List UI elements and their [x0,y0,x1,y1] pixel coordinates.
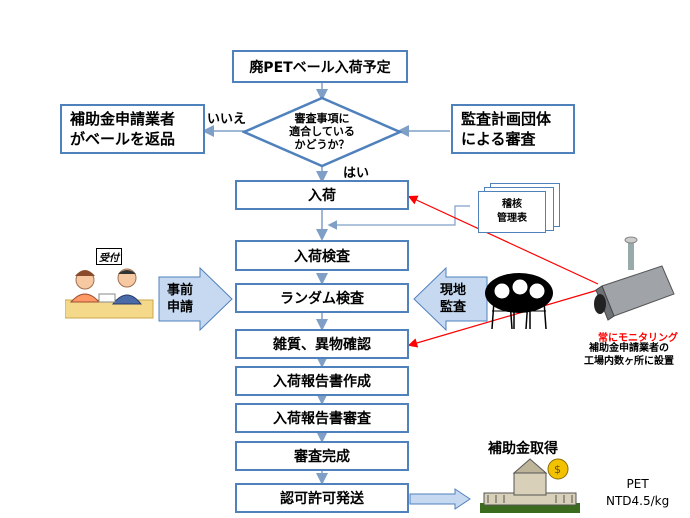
records-sheet-stack: 稽核 管理表 [478,183,568,243]
permit-send-label: 認可許可発送 [280,491,364,507]
monitoring-note-2: 工場内数ヶ所に設置 [584,356,674,367]
foreign-check-label: 雑質、異物確認 [273,337,371,353]
subsidy-rate: PET NTD4.5/kg [606,476,669,510]
report-create-box: 入荷報告書作成 [235,366,409,396]
records-sheet-doc: 稽核 管理表 [478,191,546,233]
incoming-schedule-box: 廃PETベール入荷予定 [232,50,408,83]
decision-text: 審査事項に 適合している かどうか？ [282,112,362,151]
review-complete-label: 審査完成 [294,449,350,465]
onsite-line-1: 現地 [439,283,466,298]
records-line-1: 稽核 [502,199,522,210]
subsidy-rate-line-1: PET [626,477,649,491]
monitoring-red-label: 常にモニタリング [598,333,678,344]
incoming-schedule-label: 廃PETベール入荷予定 [249,59,391,76]
foreign-check-box: 雑質、異物確認 [235,329,409,359]
pre-application-text: 事前 申請 [160,282,200,316]
pre-app-line-1: 事前 [166,283,193,298]
decision-line-1: 審査事項に [294,112,350,125]
pre-application-arrow [158,267,233,331]
pre-app-line-2: 申請 [166,300,193,315]
onsite-line-2: 監査 [439,300,466,315]
reception-illustration [65,268,154,319]
arrival-box: 入荷 [235,180,409,210]
inspection-label: 入荷検査 [294,248,350,265]
report-review-box: 入荷報告書審査 [235,403,409,433]
svg-text:$: $ [554,463,561,476]
audit-line-2: による審査 [461,130,536,148]
random-inspection-box: ランダム検査 [235,283,409,313]
audit-group-box: 監査計画団体 による審査 [451,104,575,154]
arrival-label: 入荷 [308,188,336,204]
records-line-2: 管理表 [497,213,527,224]
yes-label: はい [343,166,370,181]
monitoring-note-1: 補助金申請業者の [589,343,669,354]
onsite-audit-text: 現地 監査 [433,282,473,316]
audit-line-1: 監査計画団体 [461,110,552,128]
subsidy-rate-line-2: NTD4.5/kg [606,494,670,508]
inspection-box: 入荷検査 [235,240,409,271]
no-label: いいえ [207,112,247,127]
decision-diamond [242,96,402,168]
report-create-label: 入荷報告書作成 [273,374,371,390]
return-line-2: がベールを返品 [70,130,176,148]
permit-send-box: 認可許可発送 [235,483,409,513]
review-complete-box: 審査完成 [235,441,409,471]
onsite-audit-arrow [413,267,488,331]
camera-icon [594,236,675,321]
random-inspection-label: ランダム検査 [280,291,364,307]
return-line-1: 補助金申請業者 [70,110,176,128]
return-bale-box: 補助金申請業者 がベールを返品 [60,104,205,154]
subsidy-title: 補助金取得 [488,441,558,457]
report-review-label: 入荷報告書審査 [273,411,371,427]
decision-line-3: かどうか？ [294,138,350,151]
government-building-illustration: $ [480,458,580,513]
reception-stamp: 受付 [96,248,122,265]
inspectors-illustration [485,273,553,330]
monitoring-note: 補助金申請業者の 工場内数ヶ所に設置 [584,342,674,368]
decision-line-2: 適合している [289,125,355,138]
